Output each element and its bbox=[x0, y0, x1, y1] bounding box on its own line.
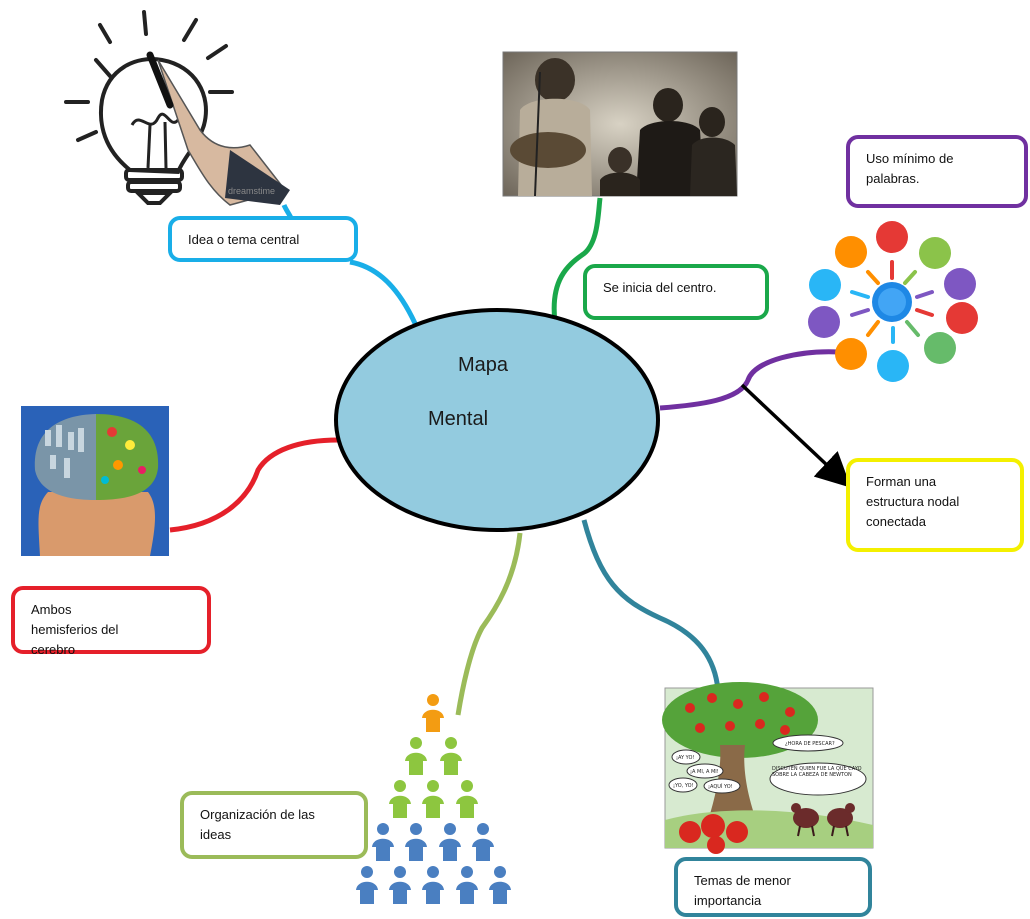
node-se-inicia: Se inicia del centro. bbox=[583, 264, 769, 320]
person-icon bbox=[405, 737, 427, 775]
person-icon bbox=[356, 866, 378, 904]
person-icon bbox=[472, 823, 494, 861]
lightbulb-drawing-icon: dreamstime bbox=[64, 10, 290, 206]
node-idea-central: Idea o tema central bbox=[168, 216, 358, 262]
node-network-icon bbox=[808, 221, 978, 382]
person-icon bbox=[456, 780, 478, 818]
person-icon bbox=[372, 823, 394, 861]
cartoon-bubble-6: ¿HORA DE PESCAR? bbox=[785, 741, 835, 747]
person-icon bbox=[439, 823, 461, 861]
person-icon bbox=[489, 866, 511, 904]
people-pyramid-icon bbox=[356, 694, 511, 904]
connector-hemisferios bbox=[169, 437, 339, 533]
node-estructura-nodal: Forman una estructura nodal conectada bbox=[846, 458, 1024, 552]
person-icon bbox=[422, 866, 444, 904]
cartoon-bubble-2: ¡A MI, A MI! bbox=[690, 769, 719, 775]
band-photo bbox=[502, 51, 738, 197]
node-organizacion: Organización de las ideas bbox=[180, 791, 368, 859]
connector-palabras bbox=[659, 349, 841, 411]
node-temas-menor: Temas de menor importancia bbox=[674, 857, 872, 917]
person-icon bbox=[422, 780, 444, 818]
person-icon bbox=[405, 823, 427, 861]
connector-centro bbox=[551, 197, 603, 323]
bulb-watermark: dreamstime bbox=[228, 186, 275, 196]
brain-hemispheres-icon bbox=[21, 406, 169, 556]
person-icon bbox=[456, 866, 478, 904]
node-uso-minimo: Uso mínimo de palabras. bbox=[846, 135, 1028, 208]
connector-idea bbox=[349, 259, 421, 331]
central-title-line1: Mapa bbox=[458, 354, 509, 376]
person-icon bbox=[389, 866, 411, 904]
central-ellipse bbox=[334, 308, 660, 532]
person-icon bbox=[440, 737, 462, 775]
cartoon-bubble-7: DISCUTEN QUIÉN FUE LA QUE CAYÓ SOBRE LA … bbox=[772, 766, 862, 778]
cartoon-bubble-3: ¡YO, YO! bbox=[673, 783, 694, 789]
node-ambos-hemisferios: Ambos hemisferios del cerebro bbox=[11, 586, 211, 657]
person-icon bbox=[389, 780, 411, 818]
cartoon-bubble-4: ¡AQUÍ YO! bbox=[708, 783, 733, 790]
central-title-line2: Mental bbox=[428, 408, 489, 430]
person-icon bbox=[422, 694, 444, 732]
cartoon-bubble-1: ¡AY YO! bbox=[676, 755, 694, 761]
connector-temas bbox=[581, 519, 721, 691]
apple-tree-cartoon: ¡AY YO! ¡A MI, A MI! ¡YO, YO! ¡AQUÍ YO! … bbox=[662, 682, 874, 854]
connector-nodal-arrow bbox=[740, 383, 852, 488]
connector-organizacion bbox=[455, 532, 523, 716]
